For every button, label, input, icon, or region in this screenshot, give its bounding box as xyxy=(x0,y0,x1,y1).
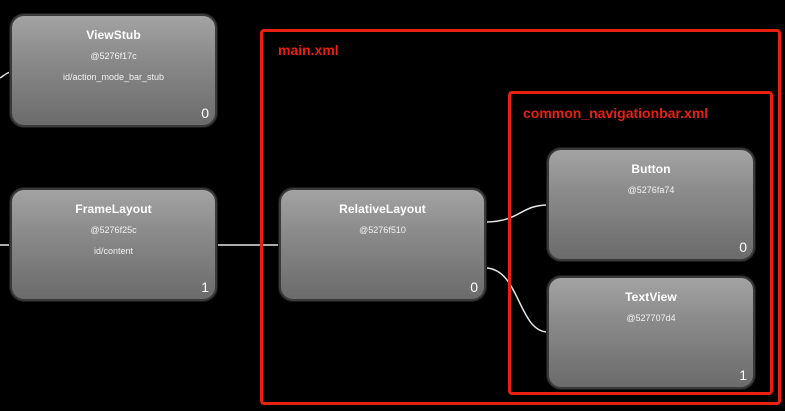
node-hash: @527707d4 xyxy=(626,313,676,323)
node-title: FrameLayout xyxy=(75,202,152,216)
node-id: id/action_mode_bar_stub xyxy=(62,72,165,82)
node-relativelayout[interactable]: RelativeLayout @5276f510 0 xyxy=(279,188,486,301)
node-child-count: 0 xyxy=(201,105,209,121)
node-id: id/content xyxy=(93,246,134,256)
node-child-count: 0 xyxy=(470,279,478,295)
node-textview[interactable]: TextView @527707d4 1 xyxy=(547,276,755,389)
group-common-navigationbar-xml-label: common_navigationbar.xml xyxy=(523,105,709,121)
node-title: RelativeLayout xyxy=(339,202,426,216)
node-title: ViewStub xyxy=(86,28,141,42)
node-viewstub[interactable]: ViewStub @5276f17c id/action_mode_bar_st… xyxy=(10,14,217,127)
node-framelayout[interactable]: FrameLayout @5276f25c id/content 1 xyxy=(10,188,217,301)
node-hash: @5276f510 xyxy=(359,225,406,235)
node-hash: @5276f25c xyxy=(90,225,137,235)
node-child-count: 0 xyxy=(739,239,747,255)
node-hash: @5276f17c xyxy=(90,51,137,61)
group-main-xml xyxy=(260,29,781,405)
node-child-count: 1 xyxy=(739,367,747,383)
node-button[interactable]: Button @5276fa74 0 xyxy=(547,148,755,261)
node-child-count: 1 xyxy=(201,279,209,295)
node-title: Button xyxy=(631,162,671,176)
node-hash: @5276fa74 xyxy=(627,185,675,195)
group-common-navigationbar-xml xyxy=(508,91,773,395)
group-main-xml-label: main.xml xyxy=(278,42,339,58)
node-title: TextView xyxy=(625,290,677,304)
